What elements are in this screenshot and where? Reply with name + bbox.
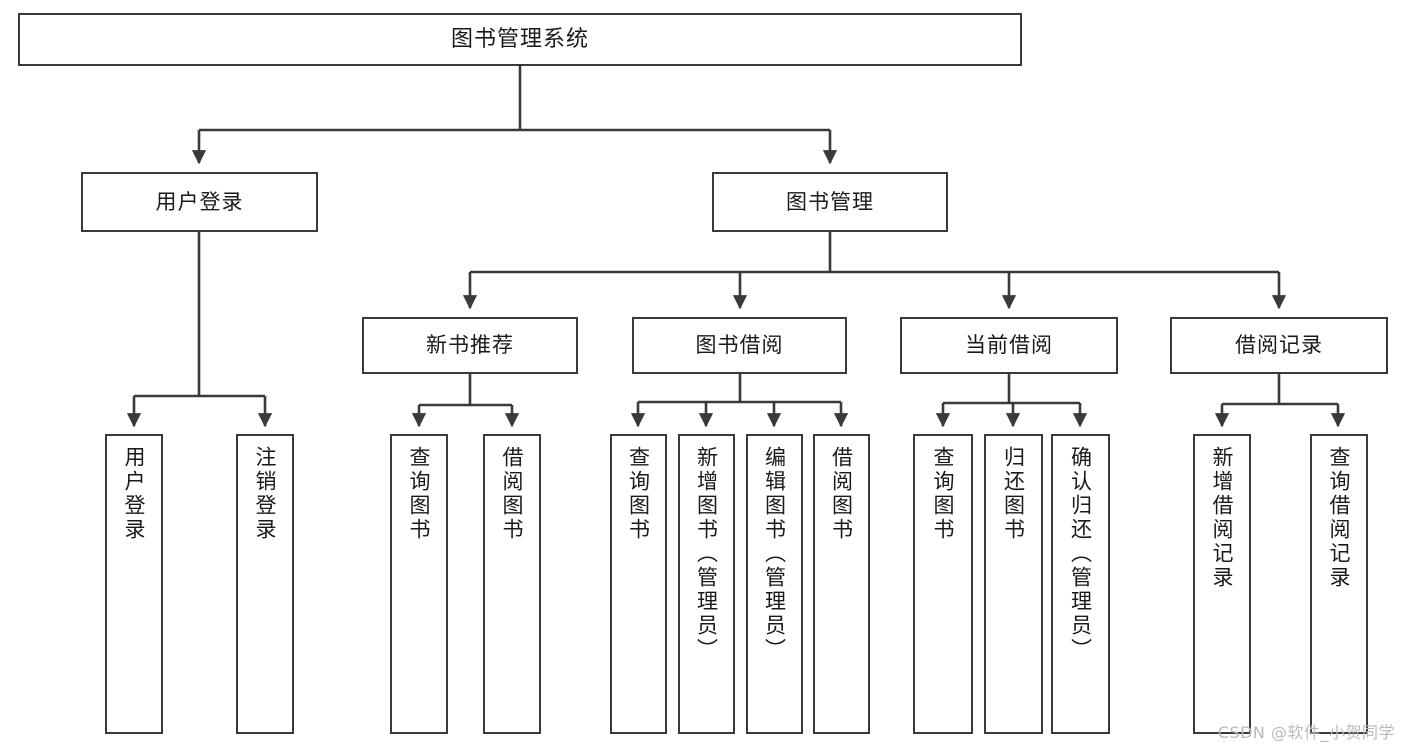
node-leaf-borrow-book-1-label: 借阅图书 [500,446,525,542]
node-leaf-confirm-return-label: 确认归还（管理员） [1068,446,1093,662]
node-leaf-add-book-label: 新增图书（管理员） [694,446,719,662]
node-leaf-query-book-3[interactable]: 查询图书 [913,434,973,734]
node-current-borrow-label: 当前借阅 [965,333,1053,358]
node-leaf-query-book-3-label: 查询图书 [931,446,956,542]
csdn-watermark: CSDN @软件_小贺同学 [1217,723,1395,742]
node-leaf-query-record-label: 查询借阅记录 [1327,446,1352,590]
node-user-login[interactable]: 用户登录 [81,172,318,232]
node-new-book-recommend-label: 新书推荐 [426,333,514,358]
node-leaf-borrow-book-1[interactable]: 借阅图书 [483,434,541,734]
node-book-management-label: 图书管理 [786,189,874,214]
node-borrow-record[interactable]: 借阅记录 [1170,317,1388,374]
node-user-login-label: 用户登录 [155,189,244,214]
node-leaf-user-login-label: 用户登录 [122,446,147,542]
node-leaf-borrow-book-2[interactable]: 借阅图书 [813,434,870,734]
node-book-management[interactable]: 图书管理 [712,172,948,232]
node-root-system-label: 图书管理系统 [450,26,589,52]
node-borrow-record-label: 借阅记录 [1235,333,1323,358]
node-leaf-add-book[interactable]: 新增图书（管理员） [678,434,735,734]
node-book-borrow-label: 图书借阅 [695,333,784,358]
node-leaf-query-record[interactable]: 查询借阅记录 [1310,434,1368,734]
node-leaf-logout-login[interactable]: 注销登录 [236,434,294,734]
node-leaf-return-book[interactable]: 归还图书 [984,434,1043,734]
node-current-borrow[interactable]: 当前借阅 [900,317,1118,374]
node-leaf-borrow-book-2-label: 借阅图书 [829,446,854,542]
node-root-system[interactable]: 图书管理系统 [18,13,1022,66]
node-leaf-return-book-label: 归还图书 [1001,446,1026,542]
node-leaf-query-book-1[interactable]: 查询图书 [390,434,448,734]
node-leaf-edit-book[interactable]: 编辑图书（管理员） [746,434,803,734]
node-leaf-logout-login-label: 注销登录 [253,446,278,542]
node-leaf-confirm-return[interactable]: 确认归还（管理员） [1051,434,1110,734]
node-new-book-recommend[interactable]: 新书推荐 [362,317,578,374]
node-leaf-edit-book-label: 编辑图书（管理员） [762,446,787,662]
node-leaf-user-login[interactable]: 用户登录 [105,434,163,734]
node-book-borrow[interactable]: 图书借阅 [632,317,847,374]
node-leaf-query-book-1-label: 查询图书 [407,446,432,542]
node-leaf-query-book-2[interactable]: 查询图书 [610,434,667,734]
node-leaf-add-record-label: 新增借阅记录 [1210,446,1235,590]
node-leaf-add-record[interactable]: 新增借阅记录 [1193,434,1251,734]
node-leaf-query-book-2-label: 查询图书 [626,446,651,542]
